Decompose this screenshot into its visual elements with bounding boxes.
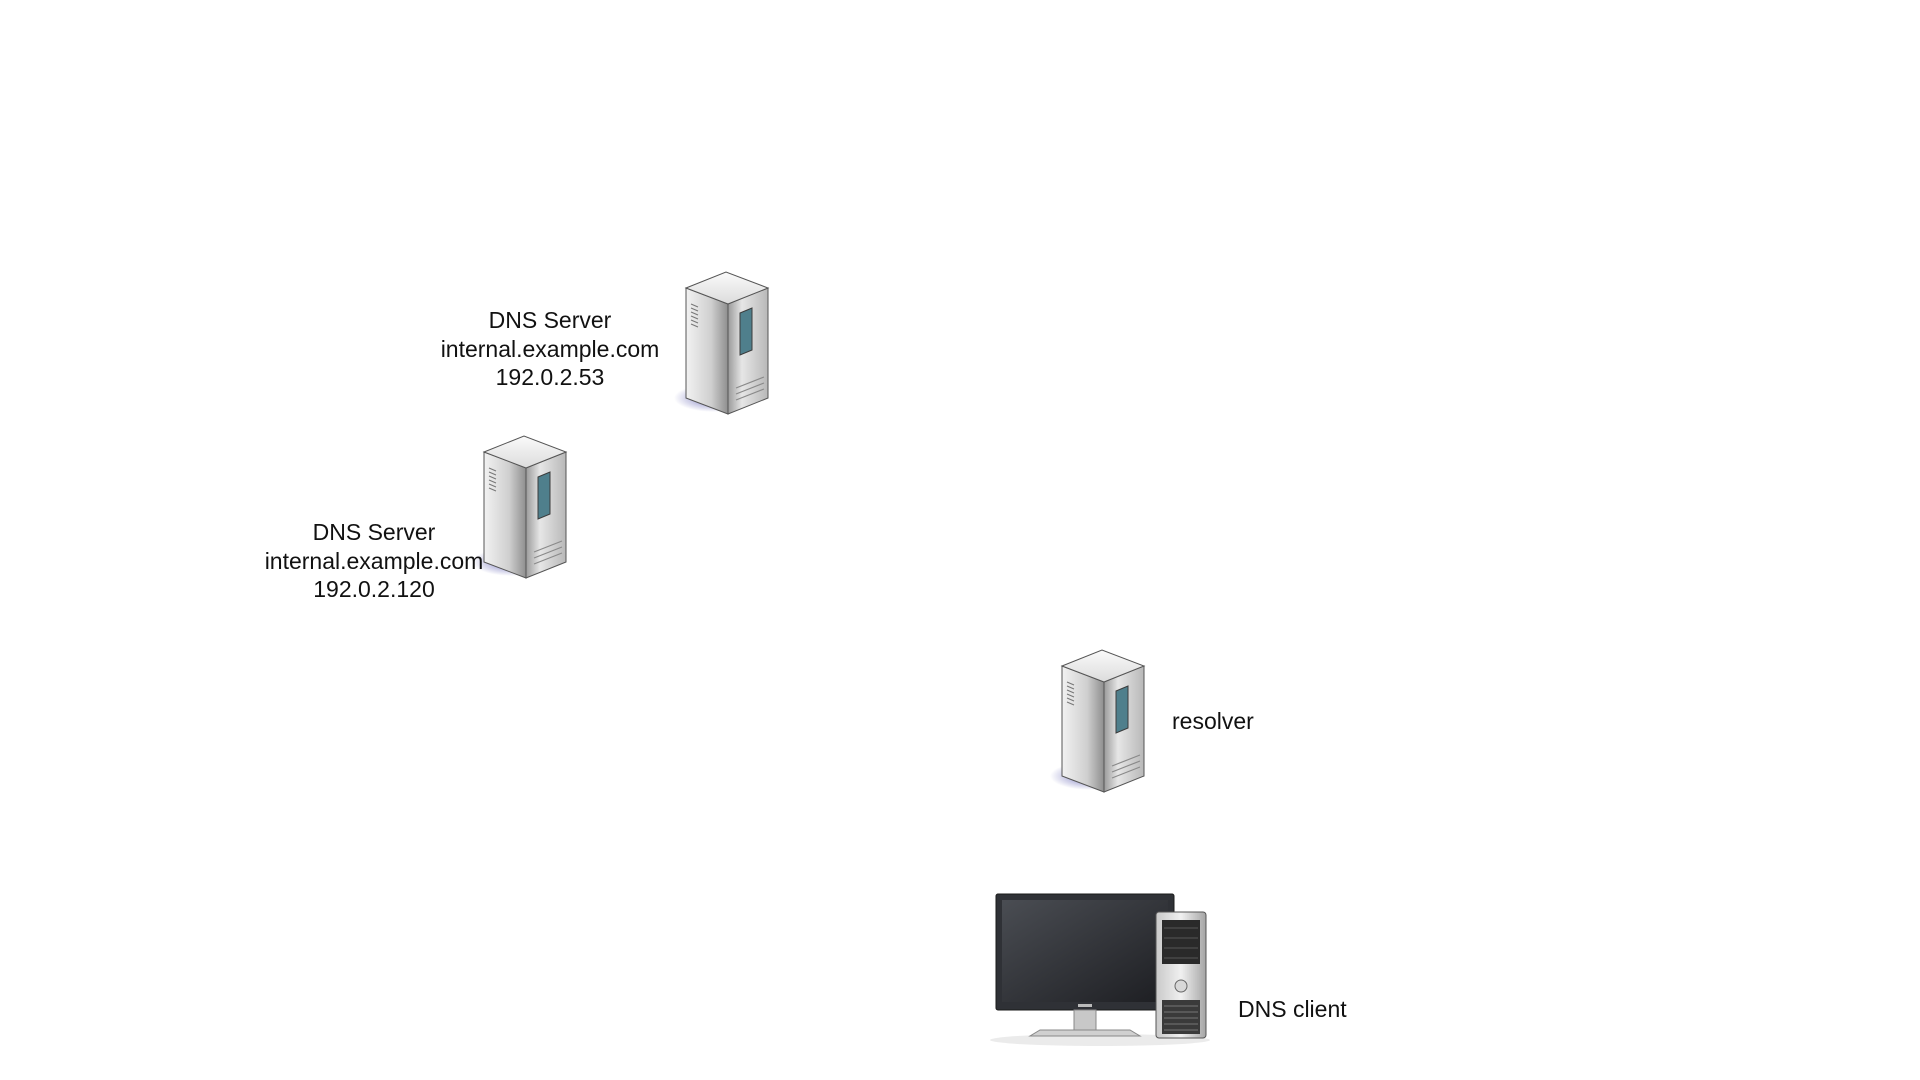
dns-client-node [990, 888, 1220, 1048]
server-icon [471, 435, 567, 579]
desktop-computer-icon [990, 893, 1210, 1046]
server-hostname: internal.example.com [440, 335, 660, 362]
resolver-node [1049, 646, 1145, 796]
server-hostname: internal.example.com [264, 547, 484, 574]
server-ip: 192.0.2.120 [313, 576, 435, 602]
server-title: DNS Server [312, 519, 436, 545]
server-title: DNS Server [488, 307, 612, 333]
dns-server-2 [471, 432, 567, 582]
dns-client-label: DNS client [1238, 996, 1347, 1022]
resolver-label: resolver [1172, 708, 1254, 734]
server-icon [673, 271, 769, 415]
server-icon [1049, 649, 1145, 793]
dns-server-2-label: DNS Server internal.example.com 192.0.2.… [254, 518, 494, 604]
server-ip: 192.0.2.53 [495, 364, 605, 390]
dns-server-1-label: DNS Server internal.example.com 192.0.2.… [430, 306, 670, 392]
dns-server-1 [673, 268, 769, 418]
